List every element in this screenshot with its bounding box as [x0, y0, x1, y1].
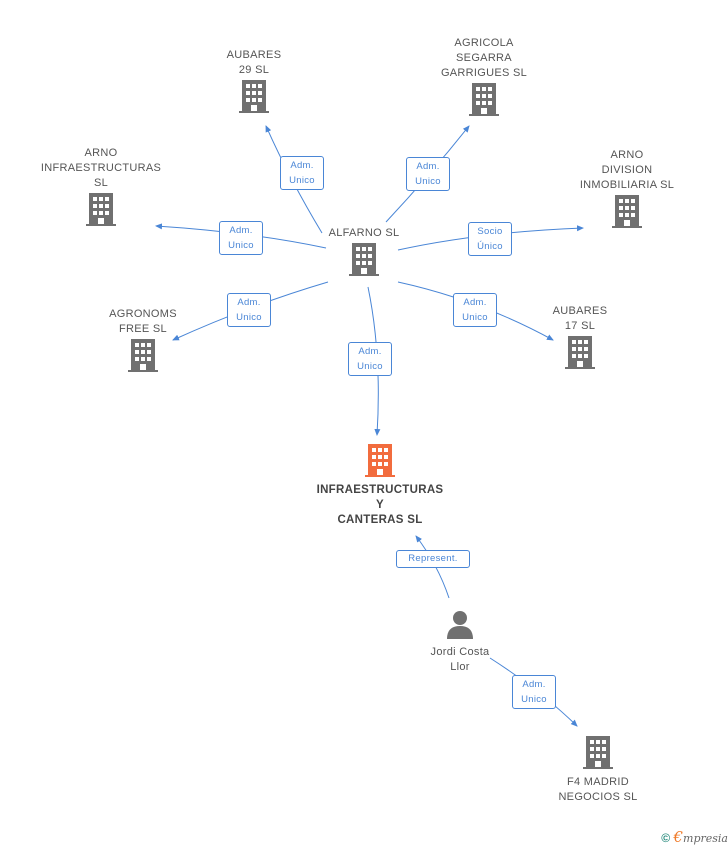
building-icon: [364, 442, 396, 483]
node-label: INFRAESTRUCTURAS Y CANTERAS SL: [316, 484, 444, 526]
building-icon: [238, 78, 270, 119]
node-arno-infraestructuras[interactable]: ARNO INFRAESTRUCTURAS SL: [36, 146, 166, 232]
node-aubares-29[interactable]: AUBARES 29 SL: [212, 48, 296, 119]
building-icon: [348, 241, 380, 282]
edge-label-arno-infra: Adm. Unico: [219, 221, 263, 255]
edge-label-agronoms: Adm. Unico: [227, 293, 271, 327]
building-icon: [564, 334, 596, 375]
node-f4-madrid-negocios[interactable]: F4 MADRID NEGOCIOS SL: [546, 734, 650, 805]
node-agronoms-free[interactable]: AGRONOMS FREE SL: [98, 307, 188, 378]
building-icon: [582, 734, 614, 775]
edge-label-f4: Adm. Unico: [512, 675, 556, 709]
node-label: ARNO INFRAESTRUCTURAS SL: [40, 147, 162, 189]
edge-label-arno-div: Socio Único: [468, 222, 512, 256]
node-label: AGRONOMS FREE SL: [109, 308, 177, 335]
person-icon: [444, 608, 476, 645]
edge-label-aubares29: Adm. Unico: [280, 156, 324, 190]
node-label: Jordi Costa Llor: [430, 646, 490, 673]
node-label: ALFARNO SL: [328, 227, 400, 239]
node-label: F4 MADRID NEGOCIOS SL: [558, 776, 638, 803]
footer-brand: © €mpresia: [661, 828, 728, 846]
node-agricola-segarra-garrigues[interactable]: AGRICOLA SEGARRA GARRIGUES SL: [424, 36, 544, 122]
node-label: AUBARES 29 SL: [226, 49, 282, 76]
building-icon: [611, 193, 643, 234]
node-label: ARNO DIVISION INMOBILIARIA SL: [579, 149, 675, 191]
node-label: AUBARES 17 SL: [552, 305, 608, 332]
node-jordi-costa-llor[interactable]: Jordi Costa Llor: [412, 608, 508, 675]
node-infraestructuras-y-canteras[interactable]: INFRAESTRUCTURAS Y CANTERAS SL: [300, 442, 460, 528]
node-arno-division-inmobiliaria[interactable]: ARNO DIVISION INMOBILIARIA SL: [572, 148, 682, 234]
node-aubares-17[interactable]: AUBARES 17 SL: [538, 304, 622, 375]
node-label: AGRICOLA SEGARRA GARRIGUES SL: [440, 37, 528, 79]
building-icon: [468, 81, 500, 122]
copyright-icon: ©: [661, 831, 671, 845]
building-icon: [85, 191, 117, 232]
building-icon: [127, 337, 159, 378]
empresia-logo: €mpresia: [673, 828, 728, 846]
edge-label-agricola: Adm. Unico: [406, 157, 450, 191]
node-alfarno[interactable]: ALFARNO SL: [314, 226, 414, 282]
edge-label-represent: Represent.: [396, 550, 470, 568]
edge-label-aubares17: Adm. Unico: [453, 293, 497, 327]
edge-label-focus: Adm. Unico: [348, 342, 392, 376]
